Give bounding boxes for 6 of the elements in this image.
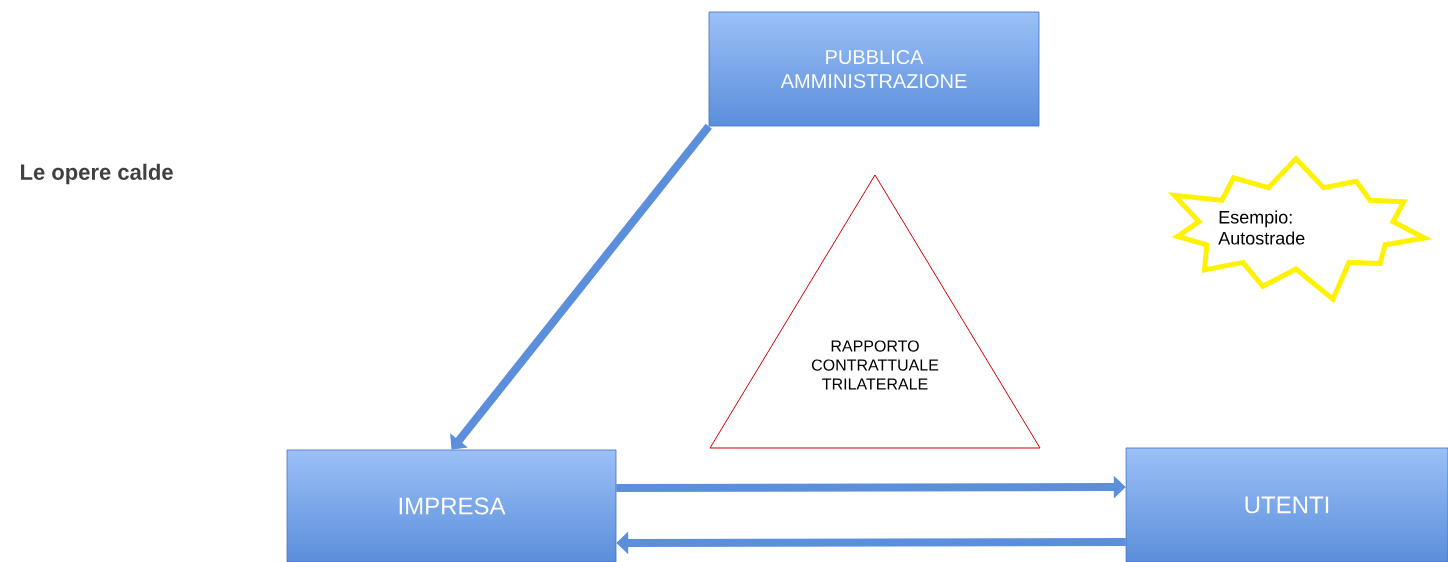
process-box: IMPRESA	[286, 449, 617, 562]
process-box: UTENTI	[1125, 447, 1448, 562]
arrow	[450, 123, 712, 450]
title: Le opere calde	[21, 163, 173, 185]
triangle: RAPPORTO CONTRATTUALE TRILATERALE	[709, 174, 1041, 449]
process-box: PUBBLICA AMMINISTRAZIONE	[708, 11, 1040, 127]
